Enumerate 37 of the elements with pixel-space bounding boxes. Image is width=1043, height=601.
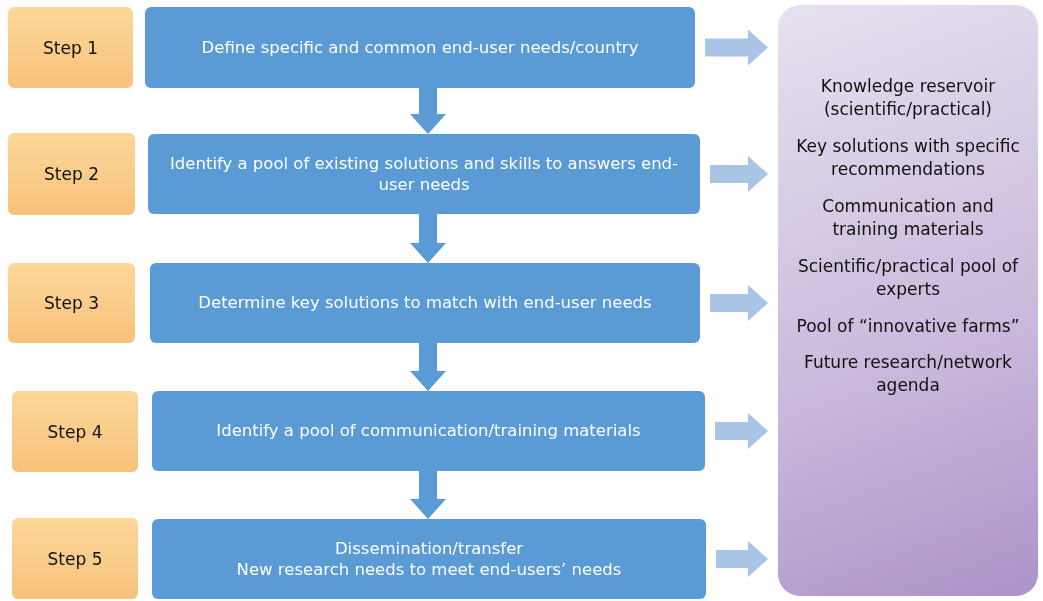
step-label: Step 2 — [44, 164, 99, 184]
step-label: Step 5 — [47, 548, 103, 569]
process-text: Dissemination/transfer — [334, 537, 524, 559]
step-label: Step 4 — [47, 421, 103, 442]
outcome-panel — [778, 5, 1038, 596]
block-arrow — [716, 541, 768, 577]
step-label-box — [12, 391, 138, 472]
block-arrow — [715, 413, 768, 449]
outcome-text: Key solutions with specific recommendations — [795, 134, 1021, 181]
process-text: Determine key solutions to match with end-user needs — [198, 292, 652, 314]
process-box — [152, 519, 706, 599]
step-label: Step 1 — [43, 37, 98, 58]
step-label-box — [8, 263, 135, 343]
outcome-text: Knowledge reservoir (scientific/practical) — [819, 75, 997, 121]
outcome-text: Pool of “innovative farms” — [796, 314, 1020, 338]
process-box — [145, 7, 695, 88]
step-label: Step 3 — [44, 293, 99, 313]
process-text: Define specific and common end-user needs/country — [201, 36, 639, 59]
block-arrow — [710, 156, 768, 192]
block-arrow — [410, 343, 446, 391]
process-text: New research needs to meet end-users’ needs — [236, 559, 622, 581]
block-arrow — [705, 29, 768, 66]
outcome-text: Future research/network agenda — [803, 351, 1013, 398]
process-text: Identify a pool of existing solutions and skills to answers end-user needs — [168, 152, 680, 196]
step-label-box — [12, 518, 138, 599]
step-label-box — [8, 7, 133, 88]
step-label-box — [8, 133, 135, 215]
outcome-text: Scientific/practical pool of experts — [796, 254, 1020, 301]
outcome-text: Communication and training materials — [821, 194, 995, 241]
process-box — [150, 263, 700, 343]
block-arrow — [710, 285, 768, 321]
block-arrow — [410, 471, 446, 519]
block-arrow — [410, 88, 446, 134]
process-box — [152, 391, 705, 471]
process-text: Identify a pool of communication/training materials — [216, 420, 641, 442]
block-arrow — [410, 214, 446, 263]
process-box — [148, 134, 700, 214]
